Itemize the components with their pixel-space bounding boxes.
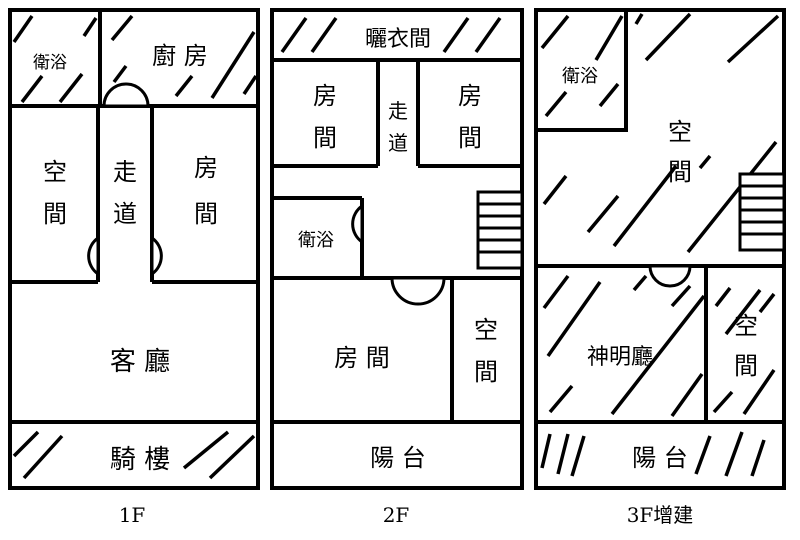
3f-shrine-hall-label: 神明廳 bbox=[587, 345, 653, 370]
2f-bedroom-main-label: 房 間 bbox=[334, 344, 390, 372]
hatch-1f-bath bbox=[12, 15, 98, 104]
2f-stairs bbox=[476, 190, 524, 270]
2f-bedroom-left-label-2: 間 bbox=[313, 124, 337, 152]
1f-empty-room-label-2: 間 bbox=[43, 200, 67, 228]
3f-shrine-door bbox=[648, 264, 692, 288]
1f-empty-room-door bbox=[87, 235, 100, 277]
1f-kitchen-door bbox=[102, 82, 150, 108]
2f-bedroom-door bbox=[390, 276, 446, 306]
floor-3f-caption: 3F增建 bbox=[627, 503, 694, 527]
1f-kitchen-label: 廚 房 bbox=[152, 42, 208, 70]
2f-balcony-label: 陽 台 bbox=[370, 444, 426, 472]
2f-bedroom-right-label-2: 間 bbox=[458, 124, 482, 152]
2f-bath-label: 衛浴 bbox=[298, 230, 334, 251]
hatch-1f-kitchen bbox=[110, 14, 258, 99]
1f-empty-room-label-1: 空 bbox=[43, 158, 67, 186]
3f-empty-room-label-1: 空 bbox=[668, 118, 692, 146]
hatch-3f-upper bbox=[540, 12, 780, 254]
3f-empty-small-label-1: 空 bbox=[734, 312, 758, 340]
3f-empty-small-label-2: 間 bbox=[734, 352, 758, 380]
2f-empty-room-label-2: 間 bbox=[474, 358, 498, 386]
floor-1f: 衛浴 廚 房 空 間 走 道 房 間 客 廳 騎 樓 1F bbox=[8, 8, 260, 527]
hatch-3f-balcony bbox=[540, 431, 766, 477]
3f-empty-room-label-2: 間 bbox=[668, 158, 692, 186]
2f-corridor-label-2: 道 bbox=[388, 131, 408, 155]
2f-bedroom-left-label-1: 房 bbox=[313, 82, 337, 110]
1f-bedroom-door bbox=[150, 235, 163, 277]
1f-corridor-label-2: 道 bbox=[113, 200, 137, 228]
2f-laundry-label: 曬衣間 bbox=[365, 27, 431, 52]
floor-3f: 衛浴 空 間 神明廳 空 間 陽 台 3F增建 bbox=[534, 8, 786, 527]
floor-2f-caption: 2F bbox=[383, 503, 410, 527]
1f-bedroom-label-1: 房 bbox=[194, 154, 218, 182]
3f-bath-wall bbox=[534, 8, 628, 132]
1f-bedroom-label-2: 間 bbox=[194, 200, 218, 228]
1f-living-room-label: 客 廳 bbox=[110, 347, 170, 377]
1f-outer-wall bbox=[8, 8, 260, 490]
1f-arcade-label: 騎 樓 bbox=[110, 445, 170, 475]
hatch-3f-shrine bbox=[542, 274, 706, 418]
2f-bedroom-right-label-1: 房 bbox=[458, 82, 482, 110]
2f-bath-door bbox=[351, 203, 364, 245]
3f-balcony-label: 陽 台 bbox=[632, 444, 688, 472]
hatch-2f-laundry bbox=[280, 16, 502, 54]
hatch-3f-small-room bbox=[712, 286, 776, 415]
1f-bath-label: 衛浴 bbox=[33, 53, 67, 73]
floor-2f: 曬衣間 房 間 走 道 房 間 衛浴 房 間 空 間 陽 台 2F bbox=[270, 8, 524, 527]
2f-corridor-label-1: 走 bbox=[388, 99, 408, 123]
1f-corridor-label-1: 走 bbox=[113, 158, 137, 186]
2f-empty-room-label-1: 空 bbox=[474, 316, 498, 344]
3f-stairs bbox=[738, 172, 786, 252]
3f-bath-label: 衛浴 bbox=[562, 66, 598, 87]
hatch-1f-arcade bbox=[12, 430, 256, 480]
floor-1f-caption: 1F bbox=[119, 503, 146, 527]
